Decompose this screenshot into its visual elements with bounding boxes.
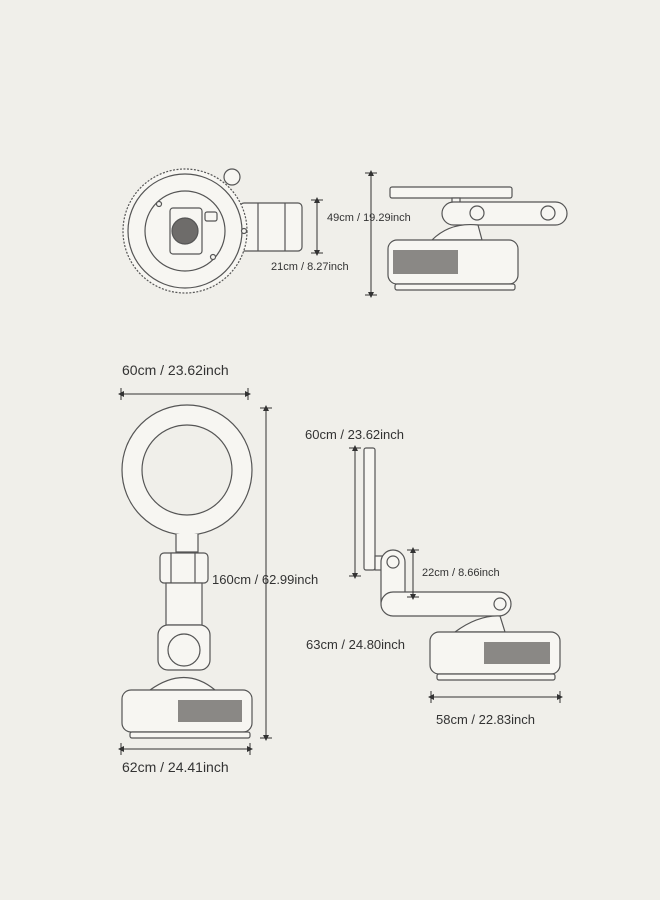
folded-ring-panel	[389, 186, 513, 199]
side-base-grille	[484, 642, 550, 664]
label-ring-width-front: 60cm / 23.62inch	[122, 362, 229, 378]
folded-top-view	[122, 168, 303, 294]
front-pole	[165, 582, 203, 626]
hanging-loop	[223, 168, 241, 186]
side-horizontal-arm	[380, 591, 512, 617]
label-base-width-front: 62cm / 24.41inch	[122, 759, 229, 775]
label-folded-height: 49cm / 19.29inch	[327, 212, 411, 224]
label-folded-depth: 21cm / 8.27inch	[271, 261, 349, 273]
label-ring-height-side: 60cm / 23.62inch	[305, 427, 405, 442]
folded-arm-block	[239, 202, 303, 252]
dimension-lines	[118, 170, 563, 755]
label-full-height: 160cm / 62.99inch	[212, 572, 319, 587]
label-base-width-side: 58cm / 22.83inch	[436, 712, 536, 727]
folded-side-view	[387, 186, 568, 291]
fan-motor-hub	[171, 217, 199, 245]
front-base-grille	[178, 700, 242, 722]
side-ring-panel	[363, 447, 376, 571]
extended-front-view	[121, 404, 253, 739]
folded-base-grille	[393, 250, 458, 274]
label-arm-reach: 63cm / 24.80inch	[306, 637, 406, 652]
front-ring-inner	[141, 424, 233, 516]
extended-side-view	[363, 447, 561, 681]
label-arm-height: 22cm / 8.66inch	[422, 567, 500, 579]
